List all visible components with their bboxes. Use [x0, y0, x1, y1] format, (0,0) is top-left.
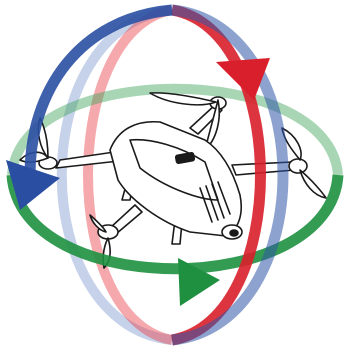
drone-motor-front-right — [289, 159, 307, 173]
drone-prop-front-right-2 — [300, 170, 326, 198]
drone-camera-lens — [230, 230, 238, 236]
